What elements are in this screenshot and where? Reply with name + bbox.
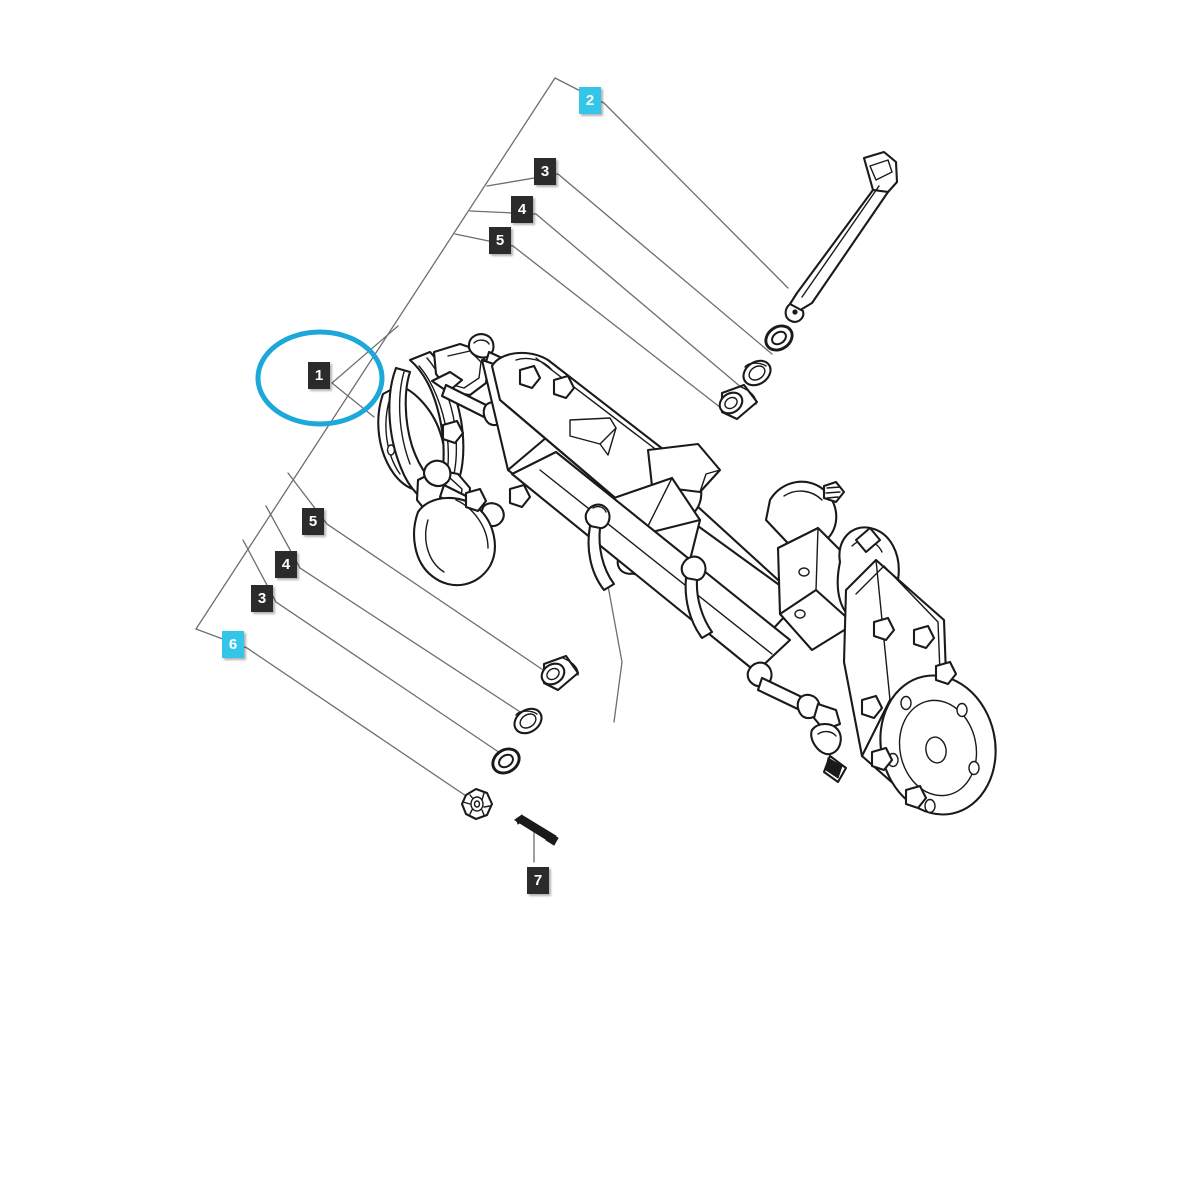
part-bushing-sleeve-lower	[540, 654, 580, 692]
part-castle-nut	[460, 787, 494, 821]
callout-3-lower[interactable]: 3	[251, 585, 273, 612]
callout-2[interactable]: 2	[579, 87, 601, 114]
leader-branch-6	[195, 628, 473, 801]
callout-1[interactable]: 1	[308, 362, 330, 389]
leader-branch-2	[554, 77, 789, 289]
callout-5-lower[interactable]: 5	[302, 508, 324, 535]
part-steering-arm-lever	[784, 150, 899, 323]
leader-branch-5b	[287, 472, 553, 677]
part-bushing-sleeve-upper	[718, 383, 759, 421]
leader-branch-4	[469, 210, 743, 389]
part-cotter-pin	[513, 814, 559, 846]
leader-branch-5	[454, 233, 731, 416]
part-o-ring-seal-lower	[491, 747, 521, 775]
callout-3[interactable]: 3	[534, 158, 556, 185]
callout-4[interactable]: 4	[511, 196, 533, 223]
part-thrust-washer-upper	[742, 359, 772, 387]
callout-6[interactable]: 6	[222, 631, 244, 658]
axle-center-beam	[441, 351, 802, 674]
leader-branch-3	[486, 173, 773, 355]
callout-4-lower[interactable]: 4	[275, 551, 297, 578]
part-thrust-washer-lower	[513, 707, 543, 735]
leader-line-group	[195, 77, 789, 863]
part-front-axle-assembly	[377, 333, 997, 816]
part-o-ring-seal-upper	[764, 324, 794, 352]
callout-5[interactable]: 5	[489, 227, 511, 254]
leader-branch-4b	[265, 505, 532, 720]
highlight-ellipse	[255, 329, 385, 427]
callout-7[interactable]: 7	[527, 867, 549, 894]
leader-branch-1	[330, 325, 399, 418]
leader-branch-pivot	[603, 563, 623, 723]
leader-branch-3b	[242, 539, 510, 760]
right-knuckle-and-hub	[746, 480, 997, 816]
